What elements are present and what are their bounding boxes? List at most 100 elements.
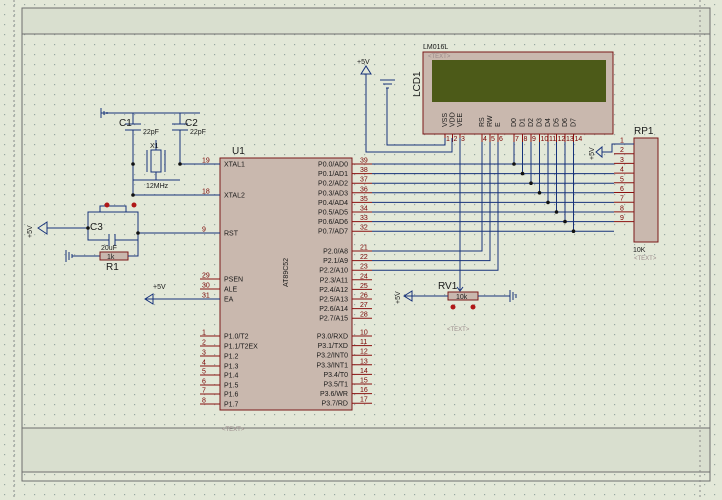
u1-pin-name: P1.2 bbox=[224, 354, 239, 361]
u1-pin-name: XTAL1 bbox=[224, 162, 245, 169]
u1-pin-name: P2.5/A13 bbox=[319, 297, 348, 304]
u1-pin-number: 3 bbox=[202, 350, 206, 357]
rp1-supply: +5V bbox=[589, 143, 634, 160]
u1-pin-number: 22 bbox=[360, 254, 368, 261]
ea-supply: +5V bbox=[144, 284, 220, 305]
u1-pin-number: 18 bbox=[202, 189, 210, 196]
lcd-pin-name: VSS bbox=[442, 113, 449, 127]
lcd-vcc-label: +5V bbox=[357, 59, 370, 66]
lcd-screen bbox=[432, 60, 606, 102]
rv1-vcc-label: +5V bbox=[395, 291, 402, 304]
u1-pin-name: P2.6/A14 bbox=[319, 306, 348, 313]
u1-pin-number: 4 bbox=[202, 360, 206, 367]
u1-pin-number: 21 bbox=[360, 245, 368, 252]
u1-pin-number: 26 bbox=[360, 293, 368, 300]
u1-left-pins: 19XTAL118XTAL29RST29PSEN30ALE31EA1P1.0/T… bbox=[200, 158, 258, 409]
rv1-potentiometer[interactable]: RV1 10k +5V <TEXT> bbox=[395, 280, 517, 333]
u1-pin-name: P3.6/WR bbox=[320, 391, 348, 398]
u1-pin-number: 37 bbox=[360, 177, 368, 184]
u1-pin-name: P1.1/T2EX bbox=[224, 344, 258, 351]
u1-pin-number: 13 bbox=[360, 358, 368, 365]
rp1-value: 10K bbox=[633, 247, 646, 254]
lcd-pin-name: D6 bbox=[562, 118, 569, 127]
u1-pin-name: ALE bbox=[224, 287, 238, 294]
u1-pin-name: P1.6 bbox=[224, 392, 239, 399]
lcd-supply: +5V bbox=[357, 59, 461, 280]
u1-pin-name: P0.4/AD4 bbox=[318, 200, 348, 207]
reset-vcc-label: +5V bbox=[27, 225, 34, 238]
u1-pin-number: 36 bbox=[360, 186, 368, 193]
u1-pin-name: P1.3 bbox=[224, 364, 239, 371]
lcd-pin-number: 4 bbox=[483, 136, 487, 143]
x1-value: 12MHz bbox=[146, 183, 169, 190]
u1-tag: <TEXT> bbox=[222, 427, 245, 433]
rv1-tag: <TEXT> bbox=[447, 327, 470, 333]
u1-pin-name: P1.4 bbox=[224, 373, 239, 380]
lcd-pin-name: D5 bbox=[554, 118, 561, 127]
c2-value: 22pF bbox=[190, 129, 206, 136]
lcd-pin-number: 7 bbox=[515, 136, 519, 143]
u1-chip[interactable]: U1 AT89C52 <TEXT> 19XTAL118XTAL29RST29PS… bbox=[200, 146, 372, 433]
u1-pin-number: 39 bbox=[360, 158, 368, 165]
u1-pin-number: 34 bbox=[360, 206, 368, 213]
u1-pin-number: 2 bbox=[202, 340, 206, 347]
u1-pin-number: 24 bbox=[360, 273, 368, 280]
lcd-pin-number: 8 bbox=[524, 136, 528, 143]
u1-pin-number: 8 bbox=[202, 398, 206, 405]
lcd-pin-number: 6 bbox=[499, 136, 503, 143]
u1-pin-name: P2.0/A8 bbox=[323, 249, 348, 256]
u1-pin-name: P3.7/RD bbox=[322, 401, 348, 408]
lcd1[interactable]: LM016L <TEXT> LCD1 1VSS2VDD3VEE4RS5RW6E7… bbox=[412, 44, 614, 143]
x1-ref: X1 bbox=[150, 143, 159, 150]
u1-pin-name: P0.2/AD2 bbox=[318, 181, 348, 188]
u1-pin-number: 15 bbox=[360, 378, 368, 385]
lcd-pins: 1VSS2VDD3VEE4RS5RW6E7D08D19D210D311D412D… bbox=[442, 112, 582, 143]
u1-pin-name: P3.0/RXD bbox=[317, 334, 348, 341]
u1-pin-number: 27 bbox=[360, 302, 368, 309]
lcd-pin-number: 11 bbox=[549, 136, 556, 143]
rv1-value: 10k bbox=[456, 294, 468, 301]
u1-pin-number: 23 bbox=[360, 264, 368, 271]
oscillator-network[interactable]: C1 22pF C2 22pF X1 12MHz bbox=[100, 108, 220, 197]
u1-pin-name: XTAL2 bbox=[224, 193, 245, 200]
u1-pin-name: P0.3/AD3 bbox=[318, 190, 348, 197]
lcd-pin-name: D7 bbox=[571, 118, 578, 127]
lcd-pin-number: 2 bbox=[454, 136, 458, 143]
u1-pin-name: P3.3/INT1 bbox=[316, 362, 348, 369]
u1-pin-name: P2.7/A15 bbox=[319, 316, 348, 323]
u1-pin-name: P3.1/TXD bbox=[318, 343, 348, 350]
lcd-pin-number: 10 bbox=[541, 136, 549, 143]
lcd-part: LM016L bbox=[423, 44, 448, 51]
u1-pin-name: P0.6/AD6 bbox=[318, 219, 348, 226]
rp1-pin-number: 3 bbox=[620, 157, 624, 164]
lcd-pin-name: D2 bbox=[528, 118, 535, 127]
u1-pin-number: 9 bbox=[202, 227, 206, 234]
c3-value: 20uF bbox=[101, 245, 117, 252]
rp1-pin-number: 4 bbox=[620, 167, 624, 174]
u1-pin-name: P3.5/T1 bbox=[323, 382, 348, 389]
reset-network[interactable]: +5V C3 20uF 1k R1 bbox=[27, 202, 220, 274]
u1-pin-number: 6 bbox=[202, 379, 206, 386]
u1-pin-number: 25 bbox=[360, 283, 368, 290]
u1-pin-number: 10 bbox=[360, 330, 368, 337]
rv1-ref: RV1 bbox=[438, 281, 458, 292]
u1-pin-number: 19 bbox=[202, 158, 210, 165]
u1-pin-number: 30 bbox=[202, 283, 210, 290]
u1-pin-name: RST bbox=[224, 231, 239, 238]
u1-pin-number: 38 bbox=[360, 167, 368, 174]
u1-pin-name: P0.5/AD5 bbox=[318, 210, 348, 217]
rp1-pin-number: 5 bbox=[620, 176, 624, 183]
u1-part: AT89C52 bbox=[283, 258, 290, 287]
u1-pin-number: 31 bbox=[202, 293, 210, 300]
lcd-pin-number: 9 bbox=[532, 136, 536, 143]
u1-pin-number: 5 bbox=[202, 369, 206, 376]
lcd-pin-name: E bbox=[495, 122, 502, 127]
lcd-pin-number: 14 bbox=[575, 136, 583, 143]
u1-pin-name: P2.2/A10 bbox=[319, 268, 348, 275]
u1-pin-name: PSEN bbox=[224, 277, 243, 284]
u1-pin-number: 12 bbox=[360, 349, 368, 356]
u1-pin-name: P1.5 bbox=[224, 383, 239, 390]
